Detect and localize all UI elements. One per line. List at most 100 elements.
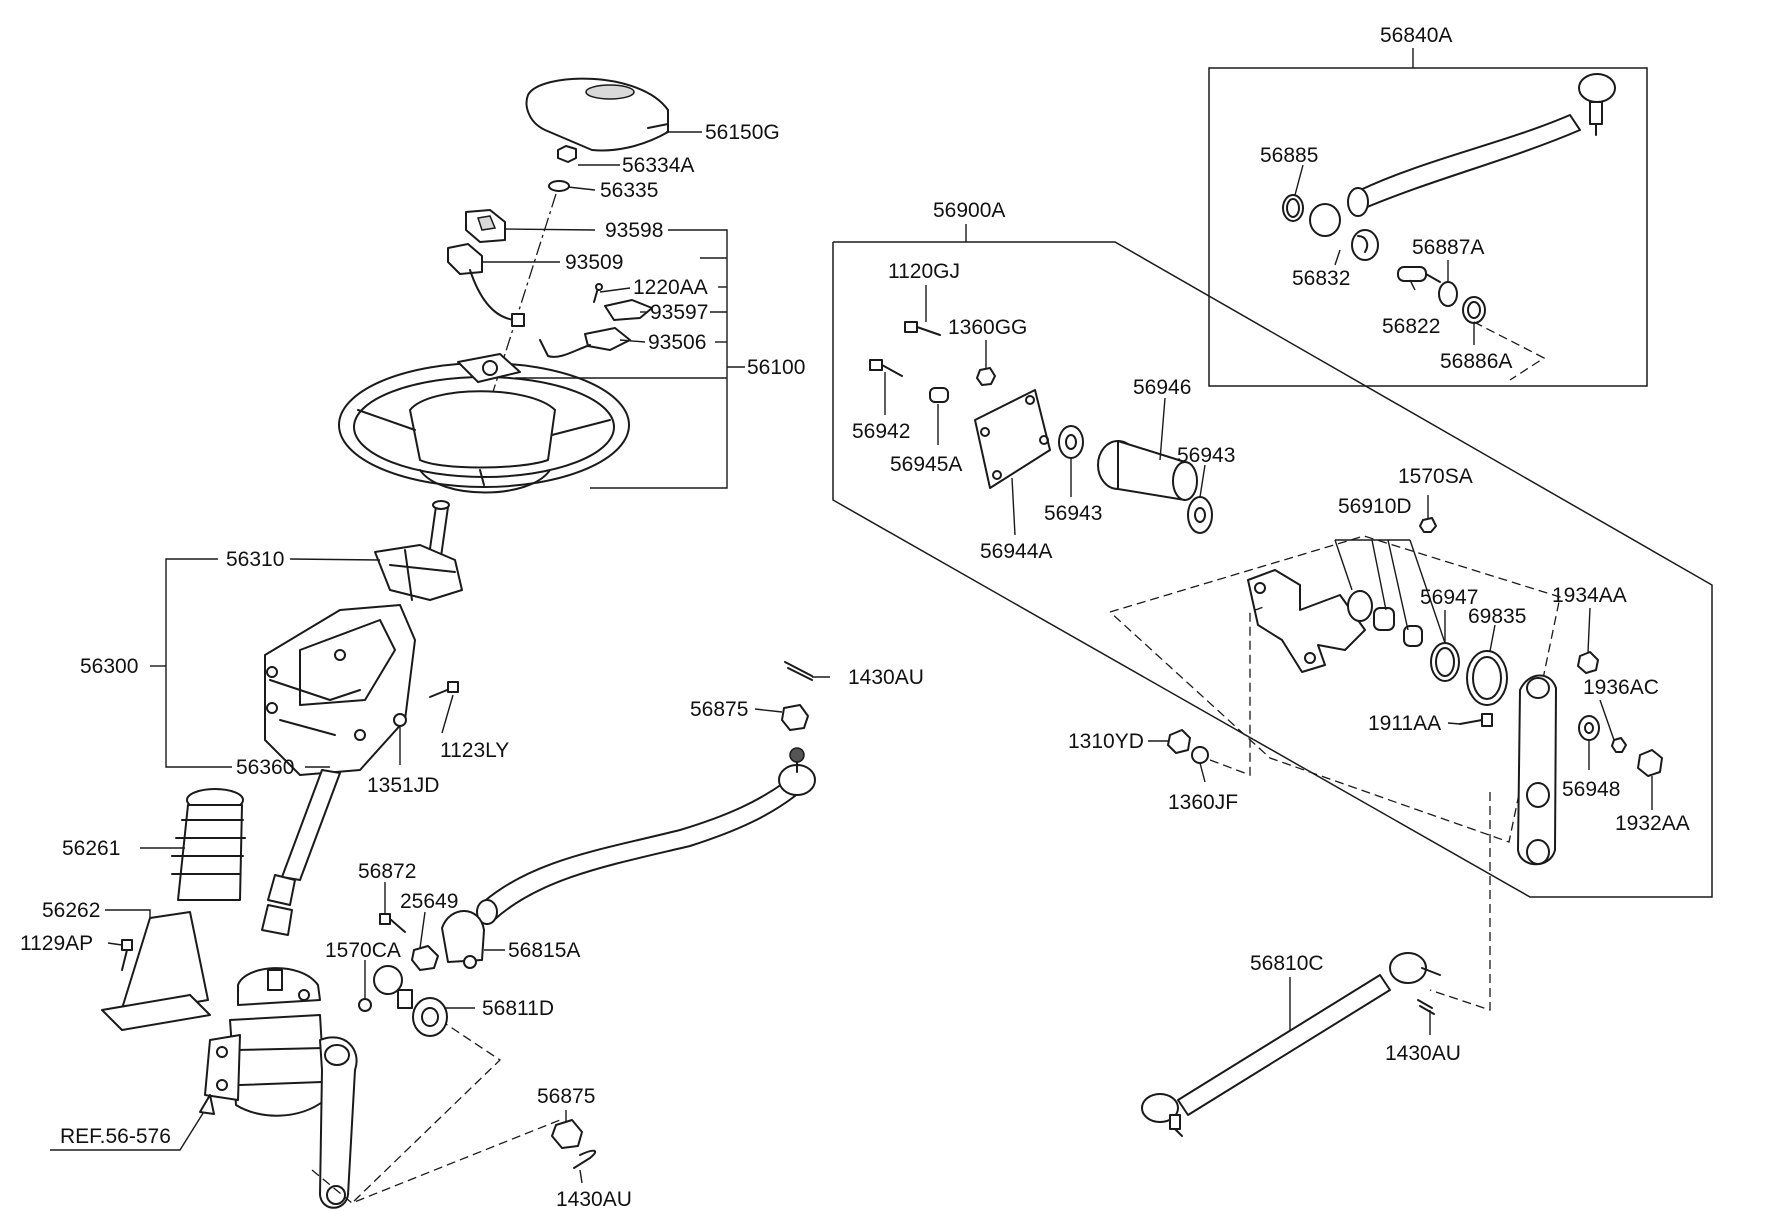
label-56900A: 56900A bbox=[933, 199, 1005, 222]
bracket-93506-part bbox=[539, 327, 631, 358]
shaft-56946-part bbox=[1097, 440, 1198, 501]
plate-56944A-part bbox=[974, 389, 1051, 489]
leader-lines bbox=[50, 131, 1653, 1184]
label-1932AA: 1932AA bbox=[1615, 812, 1690, 835]
label-93597: 93597 bbox=[650, 301, 708, 324]
intermediate-shaft-part bbox=[261, 769, 341, 936]
label-1936AC: 1936AC bbox=[1583, 676, 1659, 699]
bolt-56872-part bbox=[379, 913, 406, 933]
washer-1351JD-part bbox=[393, 713, 407, 727]
nut-1360GG-part bbox=[976, 367, 996, 386]
steering-gear-box-part bbox=[204, 967, 326, 1117]
bracket-56910D-part bbox=[1247, 569, 1423, 673]
label-1310YD: 1310YD bbox=[1068, 730, 1144, 753]
castle-nut-lower-part bbox=[551, 1119, 583, 1149]
label-56946: 56946 bbox=[1133, 376, 1191, 399]
label-56832: 56832 bbox=[1292, 267, 1350, 290]
bolt-1129AP-part bbox=[121, 939, 133, 971]
label-1570CA: 1570CA bbox=[325, 939, 401, 962]
bolt-1123LY-part bbox=[429, 681, 459, 698]
label-56300: 56300 bbox=[80, 655, 138, 678]
label-56815A: 56815A bbox=[508, 939, 580, 962]
label-56943-left: 56943 bbox=[1044, 502, 1102, 525]
boot-56261-part bbox=[171, 788, 246, 901]
label-1934AA: 1934AA bbox=[1552, 584, 1627, 607]
label-56150G: 56150G bbox=[705, 121, 780, 144]
label-56822: 56822 bbox=[1382, 315, 1440, 338]
nut-1934AA-part bbox=[1577, 651, 1599, 674]
label-56948: 56948 bbox=[1562, 778, 1620, 801]
washer-56335-part bbox=[548, 180, 570, 192]
cap-56832-part bbox=[1309, 203, 1379, 261]
ball-joint-1570CA-part bbox=[358, 965, 413, 1012]
label-56840A: 56840A bbox=[1380, 24, 1452, 47]
nut-1570SA-part bbox=[1419, 517, 1437, 533]
label-56944A: 56944A bbox=[980, 540, 1052, 563]
label-56310: 56310 bbox=[226, 548, 284, 571]
label-56100: 56100 bbox=[747, 356, 805, 379]
label-56261: 56261 bbox=[62, 837, 120, 860]
bolt-1220AA-part bbox=[593, 283, 603, 303]
horn-pad-part bbox=[525, 77, 669, 152]
switch-93509-part bbox=[447, 243, 525, 327]
label-93506: 93506 bbox=[648, 331, 706, 354]
cross-rod-56810C-part bbox=[1141, 952, 1441, 1137]
label-56872: 56872 bbox=[358, 860, 416, 883]
washer-1360JF-part bbox=[1191, 746, 1209, 764]
label-56875-upper: 56875 bbox=[690, 698, 748, 721]
washer-1936AC-part bbox=[1578, 715, 1600, 741]
bushing-56811D-part bbox=[412, 997, 448, 1037]
label-56910D: 56910D bbox=[1338, 495, 1412, 518]
seal-56947-part bbox=[1430, 642, 1460, 682]
label-69835: 69835 bbox=[1468, 605, 1526, 628]
label-56945A: 56945A bbox=[890, 453, 962, 476]
label-56942: 56942 bbox=[852, 420, 910, 443]
label-56947: 56947 bbox=[1420, 586, 1478, 609]
drag-link-part bbox=[476, 747, 816, 925]
column-bracket-56310-part bbox=[374, 544, 463, 601]
label-1430AU-upper: 1430AU bbox=[848, 666, 924, 689]
label-56335: 56335 bbox=[600, 179, 658, 202]
tie-rod-56840A-part bbox=[1347, 73, 1616, 217]
washer-56943-right-part bbox=[1187, 496, 1213, 534]
ring-69835-part bbox=[1466, 650, 1508, 706]
nut-56948-part bbox=[1611, 737, 1627, 753]
stud-56822-part bbox=[1397, 266, 1441, 283]
label-1911AA: 1911AA bbox=[1368, 712, 1441, 735]
castle-nut-upper-part bbox=[781, 704, 809, 731]
bolt-1911AA-part bbox=[1459, 713, 1493, 727]
bracket-93597-part bbox=[604, 299, 653, 321]
nut-25649-part bbox=[411, 945, 439, 971]
seal-56886A-part bbox=[1462, 296, 1486, 324]
ring-56887A-part bbox=[1438, 281, 1458, 307]
label-1120GJ: 1120GJ bbox=[888, 260, 960, 283]
label-56262: 56262 bbox=[42, 899, 100, 922]
label-1570SA: 1570SA bbox=[1398, 465, 1473, 488]
label-1360JF: 1360JF bbox=[1168, 791, 1238, 814]
switch-93598-part bbox=[465, 209, 506, 243]
label-56810C: 56810C bbox=[1250, 952, 1324, 975]
label-ref-56-576: REF.56-576 bbox=[60, 1125, 171, 1148]
nut-1310YD-part bbox=[1167, 729, 1191, 754]
part-labels: 56150G 56334A 56335 93598 93509 1220AA 9… bbox=[20, 24, 1690, 1211]
washer-56943-left-part bbox=[1058, 425, 1084, 459]
label-56943-right: 56943 bbox=[1177, 444, 1235, 467]
label-25649: 25649 bbox=[400, 890, 458, 913]
steering-wheel-part bbox=[338, 353, 630, 494]
bolt-1120GJ-part bbox=[904, 321, 941, 336]
label-56875-lower: 56875 bbox=[537, 1085, 595, 1108]
bell-crank-arm-part bbox=[1517, 674, 1557, 866]
label-56886A: 56886A bbox=[1440, 350, 1512, 373]
label-1360GG: 1360GG bbox=[948, 316, 1027, 339]
pitman-arm-part bbox=[319, 1036, 358, 1209]
label-93598: 93598 bbox=[605, 219, 663, 242]
label-1430AU-lower: 1430AU bbox=[556, 1188, 632, 1211]
label-1430AU-right: 1430AU bbox=[1385, 1042, 1461, 1065]
label-56885: 56885 bbox=[1260, 144, 1318, 167]
label-56360: 56360 bbox=[236, 756, 294, 779]
column-housing-56300-part bbox=[264, 604, 416, 776]
label-56887A: 56887A bbox=[1412, 236, 1484, 259]
bolt-56942-part bbox=[869, 359, 903, 377]
label-93509: 93509 bbox=[565, 251, 623, 274]
nut-1932AA-part bbox=[1637, 749, 1663, 777]
